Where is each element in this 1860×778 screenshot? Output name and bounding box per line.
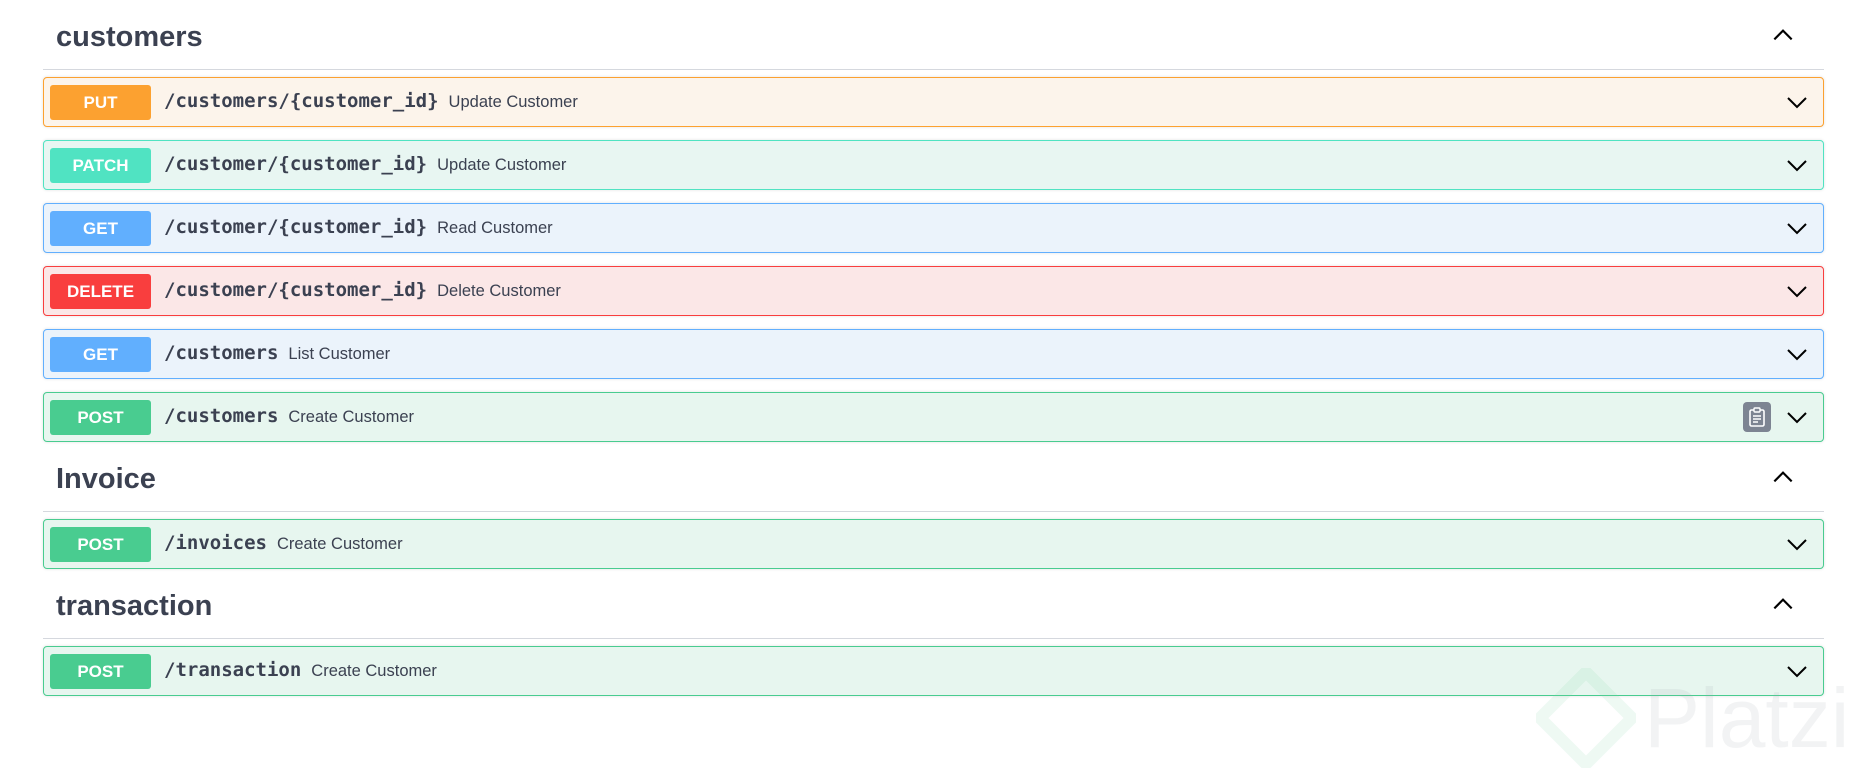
chevron-up-icon[interactable] bbox=[1770, 464, 1796, 490]
endpoint-summary: Read Customer bbox=[437, 219, 553, 237]
chevron-down-icon[interactable] bbox=[1785, 216, 1809, 240]
platzi-logo-icon bbox=[1531, 663, 1641, 773]
operation-put-customers-customer-id[interactable]: PUT /customers/{customer_id} Update Custo… bbox=[43, 77, 1824, 127]
chevron-down-icon[interactable] bbox=[1785, 659, 1809, 683]
chevron-down-icon[interactable] bbox=[1785, 153, 1809, 177]
endpoint-path: /customers bbox=[164, 342, 279, 364]
endpoint-path-row: /customers/{customer_id} Update Customer bbox=[164, 90, 578, 112]
section-header-transaction[interactable]: transaction bbox=[43, 569, 1824, 639]
section-transaction: transaction POST /transaction Create Cust… bbox=[43, 569, 1824, 696]
platzi-watermark: Platzi bbox=[1531, 663, 1856, 778]
chevron-down-icon[interactable] bbox=[1785, 532, 1809, 556]
endpoint-path: /invoices bbox=[164, 532, 267, 554]
clipboard-icon[interactable] bbox=[1743, 402, 1771, 432]
section-header-customers[interactable]: customers bbox=[43, 0, 1824, 70]
method-badge: POST bbox=[50, 400, 151, 435]
operation-delete-customer-customer-id[interactable]: DELETE /customer/{customer_id} Delete Cus… bbox=[43, 266, 1824, 316]
section-header-invoice[interactable]: Invoice bbox=[43, 442, 1824, 512]
endpoint-path: /transaction bbox=[164, 659, 302, 681]
endpoint-summary: Create Customer bbox=[311, 662, 437, 680]
method-badge: GET bbox=[50, 211, 151, 246]
api-docs: customers PUT /customers/{customer_id} Up… bbox=[43, 0, 1824, 696]
endpoint-path-row: /customer/{customer_id} Update Customer bbox=[164, 153, 566, 175]
watermark-text: Platzi bbox=[1644, 671, 1850, 765]
chevron-down-icon[interactable] bbox=[1785, 279, 1809, 303]
operation-patch-customer-customer-id[interactable]: PATCH /customer/{customer_id} Update Cust… bbox=[43, 140, 1824, 190]
chevron-down-icon[interactable] bbox=[1785, 405, 1809, 429]
section-title: transaction bbox=[56, 590, 213, 622]
section-customers: customers PUT /customers/{customer_id} Up… bbox=[43, 0, 1824, 442]
section-title: Invoice bbox=[56, 463, 156, 495]
endpoint-summary: List Customer bbox=[288, 345, 391, 363]
method-badge: PUT bbox=[50, 85, 151, 120]
section-invoice: Invoice POST /invoices Create Customer bbox=[43, 442, 1824, 569]
endpoint-path-row: /invoices Create Customer bbox=[164, 532, 403, 554]
operation-post-customers[interactable]: POST /customers Create Customer bbox=[43, 392, 1824, 442]
endpoint-path-row: /customers Create Customer bbox=[164, 405, 414, 427]
endpoint-summary: Delete Customer bbox=[437, 282, 561, 300]
endpoint-summary: Update Customer bbox=[437, 156, 567, 174]
endpoint-summary: Create Customer bbox=[288, 408, 415, 426]
method-badge: DELETE bbox=[50, 274, 151, 309]
operation-post-transaction[interactable]: POST /transaction Create Customer bbox=[43, 646, 1824, 696]
chevron-down-icon[interactable] bbox=[1785, 342, 1809, 366]
endpoint-summary: Update Customer bbox=[448, 93, 578, 111]
method-badge: POST bbox=[50, 527, 151, 562]
chevron-up-icon[interactable] bbox=[1770, 591, 1796, 617]
endpoint-path-row: /customer/{customer_id} Read Customer bbox=[164, 216, 553, 238]
endpoint-path: /customers bbox=[164, 405, 279, 427]
endpoint-path: /customer/{customer_id} bbox=[164, 216, 428, 238]
method-badge: POST bbox=[50, 654, 151, 689]
section-title: customers bbox=[56, 21, 203, 53]
endpoint-path: /customer/{customer_id} bbox=[164, 279, 428, 301]
operation-get-customers[interactable]: GET /customers List Customer bbox=[43, 329, 1824, 379]
endpoint-path-row: /transaction Create Customer bbox=[164, 659, 437, 681]
endpoint-path-row: /customers List Customer bbox=[164, 342, 390, 364]
endpoint-path: /customers/{customer_id} bbox=[164, 90, 439, 112]
endpoint-path: /customer/{customer_id} bbox=[164, 153, 428, 175]
chevron-up-icon[interactable] bbox=[1770, 22, 1796, 48]
operation-post-invoices[interactable]: POST /invoices Create Customer bbox=[43, 519, 1824, 569]
method-badge: GET bbox=[50, 337, 151, 372]
chevron-down-icon[interactable] bbox=[1785, 90, 1809, 114]
method-badge: PATCH bbox=[50, 148, 151, 183]
endpoint-summary: Create Customer bbox=[276, 535, 403, 553]
endpoint-path-row: /customer/{customer_id} Delete Customer bbox=[164, 279, 561, 301]
operation-get-customer-customer-id[interactable]: GET /customer/{customer_id} Read Customer bbox=[43, 203, 1824, 253]
